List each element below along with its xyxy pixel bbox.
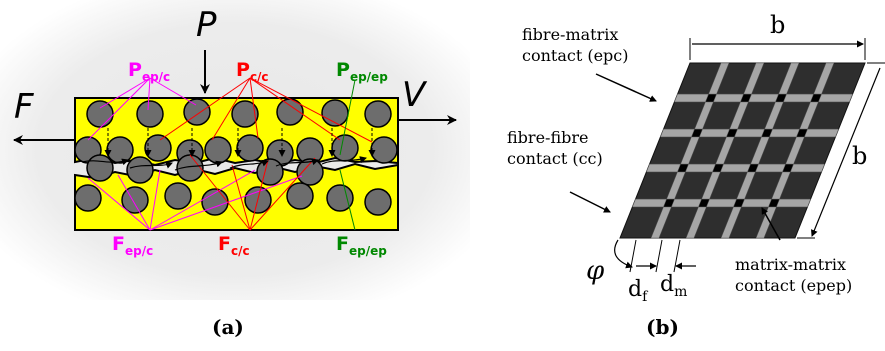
label-df: df — [628, 277, 649, 305]
matrix-junction — [677, 163, 689, 173]
fibre-circle — [286, 182, 314, 210]
fibre-circle — [231, 100, 259, 128]
fibre-circle — [204, 136, 232, 164]
fibre-circle — [164, 182, 192, 210]
fibre-circle — [74, 184, 102, 212]
label-f-epep: Fep/ep — [336, 233, 387, 258]
label-dm: dm — [660, 272, 687, 300]
matrix-junction — [747, 163, 759, 173]
matrix-junction — [691, 128, 703, 138]
label-epc-line2: contact (epc) — [522, 46, 629, 65]
panel-b: b b fibre-matrix contact (epc) fibre-fib… — [507, 11, 885, 339]
label-cc-line1: fibre-fibre — [507, 128, 588, 147]
matrix-junction — [768, 198, 780, 208]
label-p-epep: Pep/ep — [336, 59, 388, 84]
label-cc-line2: contact (cc) — [507, 149, 603, 168]
matrix-junction — [705, 93, 717, 103]
panel-a: P F V Pep/c Pc/c Pep/ep Fep/c Fc/c Fep/e… — [0, 0, 470, 339]
fibre-circle — [364, 188, 392, 216]
label-f: F — [14, 87, 34, 127]
weave-sheet — [619, 62, 866, 239]
fibre-circle — [86, 154, 114, 182]
matrix-junction — [810, 93, 822, 103]
fibre-circle — [370, 136, 398, 164]
weft-strip — [632, 198, 811, 208]
label-epep-line2: contact (epep) — [735, 276, 852, 295]
fibre-circle — [364, 100, 392, 128]
warp-strip — [650, 62, 730, 239]
matrix-junction — [782, 163, 794, 173]
crack-zone-arrows — [81, 156, 367, 171]
contact-lines — [87, 77, 373, 231]
label-epep-line1: matrix-matrix — [735, 255, 846, 274]
warp-strip — [755, 62, 835, 239]
weave-pattern — [632, 62, 853, 239]
matrix-junction — [775, 93, 787, 103]
matrix-junction — [761, 128, 773, 138]
matrix-junction — [740, 93, 752, 103]
fibre-circle — [331, 134, 359, 162]
angle-phi-arc — [614, 239, 633, 269]
label-v: V — [402, 75, 428, 115]
warp-strip — [685, 62, 765, 239]
fibre-circle — [121, 186, 149, 214]
dim-dm-ext — [673, 239, 681, 273]
caption-a: (a) — [212, 315, 244, 339]
matrix-junction — [663, 198, 675, 208]
leader-cc — [569, 191, 611, 213]
fibre-circle — [326, 184, 354, 212]
dim-df-ext2 — [655, 239, 663, 273]
matrix-junction — [726, 128, 738, 138]
label-p: P — [196, 5, 217, 45]
leader-epep — [761, 207, 781, 241]
label-p-epc: Pep/c — [128, 59, 170, 84]
fibre-circle — [236, 134, 264, 162]
fibre-circle — [106, 136, 134, 164]
fibre-circle — [86, 100, 114, 128]
leader-epc — [595, 73, 657, 102]
matrix-junction — [698, 198, 710, 208]
fibre-circle — [144, 134, 172, 162]
warp-strip — [720, 62, 800, 239]
dim-b-right — [811, 67, 881, 237]
fibre-circle — [126, 156, 154, 184]
label-b-top: b — [770, 11, 785, 39]
label-epc-line1: fibre-matrix — [522, 25, 618, 44]
label-f-epc: Fep/c — [112, 233, 153, 258]
weft-strip — [660, 128, 839, 138]
label-b-right: b — [852, 142, 867, 170]
weft-strip — [646, 163, 825, 173]
label-f-cc: Fc/c — [218, 233, 250, 258]
fibre-circle — [136, 100, 164, 128]
matrix-junction — [712, 163, 724, 173]
matrix-junction — [796, 128, 808, 138]
fibre-circle — [296, 158, 324, 186]
weft-strip — [674, 93, 853, 103]
dim-df-ext1 — [629, 239, 637, 273]
matrix-junction — [733, 198, 745, 208]
label-phi: φ — [586, 256, 605, 286]
label-p-cc: Pc/c — [236, 59, 269, 84]
caption-b: (b) — [646, 315, 679, 339]
